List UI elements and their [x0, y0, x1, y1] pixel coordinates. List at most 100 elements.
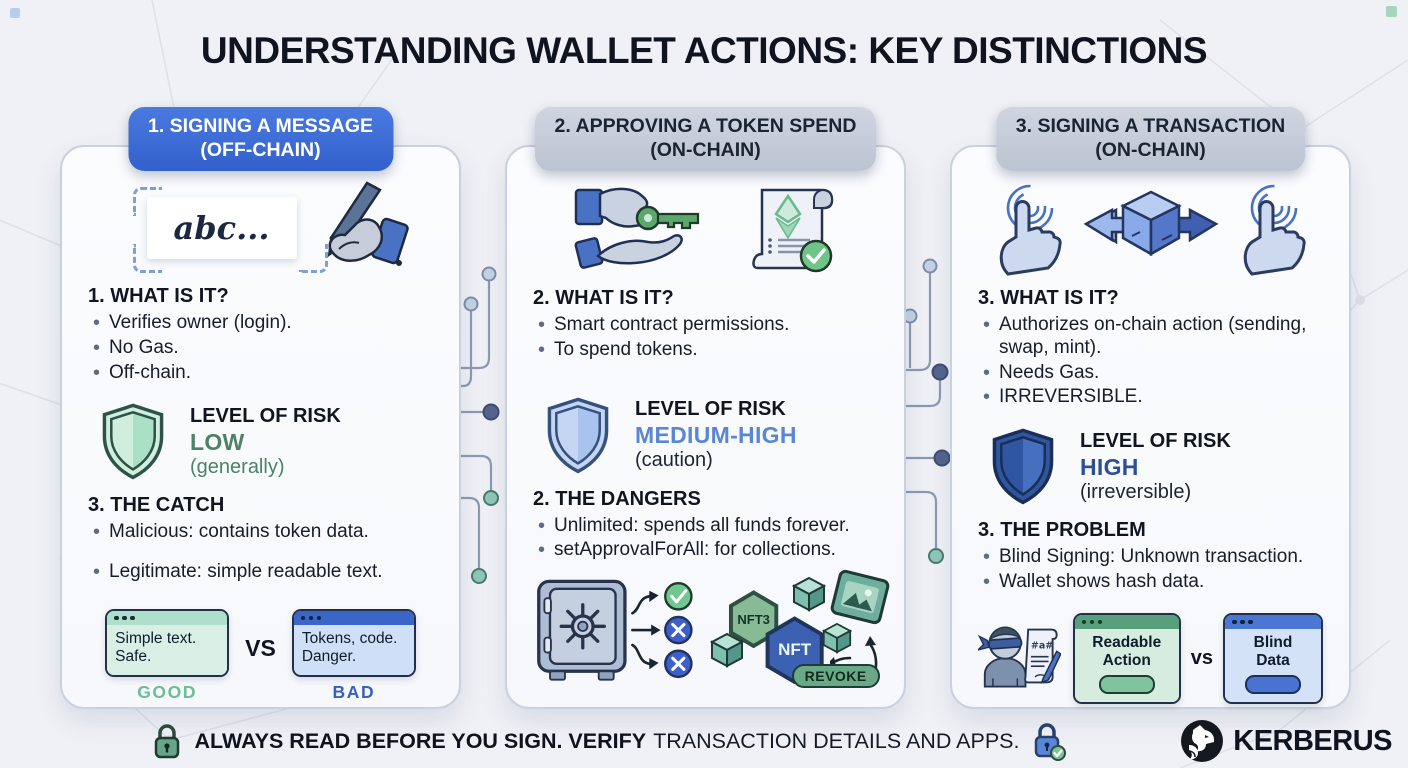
- card1-header-line1: 1. SIGNING A MESSAGE: [147, 115, 374, 137]
- readable-action-window: Readable Action: [1072, 613, 1181, 704]
- card1-header: 1. SIGNING A MESSAGE (OFF-CHAIN): [127, 107, 394, 171]
- bracket-top-left: [132, 187, 162, 216]
- window-line: Danger.: [301, 647, 357, 665]
- window-line: Action: [1102, 651, 1151, 669]
- window-line: Readable: [1092, 634, 1162, 652]
- window-line: Data: [1256, 651, 1290, 669]
- hands-key-icon: [574, 187, 699, 269]
- comparison-row-1: Simple text. Safe. GOOD VS Tokens, code.…: [88, 608, 433, 703]
- risk-level: HIGH: [1080, 453, 1139, 480]
- detail-bullets-2: Unlimited: spends all funds forever. set…: [533, 514, 878, 565]
- bullet: Wallet shows hash data.: [978, 570, 1323, 594]
- card-approving-token-spend: 2. APPROVING A TOKEN SPEND (ON-CHAIN): [505, 107, 906, 709]
- vault-arrows-icon: [537, 579, 693, 681]
- kerberus-wordmark: KERBERUS: [1233, 724, 1392, 757]
- bullet: Malicious: contains token data.: [88, 520, 433, 544]
- card2-content: 2. WHAT IS IT? Smart contract permission…: [507, 147, 904, 707]
- card-signing-message: 1. SIGNING A MESSAGE (OFF-CHAIN) abc...: [60, 107, 461, 709]
- green-shield-icon: [102, 404, 164, 480]
- nft-image-icon: [828, 568, 891, 626]
- what-bullets-2: Smart contract permissions. To spend tok…: [533, 313, 878, 364]
- card2-header-line1: 2. APPROVING A TOKEN SPEND: [554, 115, 857, 137]
- bullet: Smart contract permissions.: [533, 313, 878, 337]
- blue-lock-check-icon: [1035, 723, 1067, 761]
- good-label: GOOD: [137, 681, 198, 702]
- risk-note: (irreversible): [1080, 480, 1192, 503]
- card1-content: abc... 1. WHAT IS IT? Verifies owner (lo…: [62, 147, 459, 707]
- blind-signing-row: #a# Readable Action vs: [978, 604, 1323, 706]
- card-signing-transaction: 3. SIGNING A TRANSACTION (ON-CHAIN): [950, 107, 1351, 709]
- nft-revoke-icon: NFT3: [704, 568, 891, 690]
- fingerprint-tap-icon: [999, 184, 1062, 276]
- what-heading-1: 1. WHAT IS IT?: [88, 285, 229, 307]
- risk-level: MEDIUM-HIGH: [635, 422, 797, 449]
- signature-hand-pen-icon: abc...: [88, 181, 433, 275]
- footer-regular-text: TRANSACTION DETAILS AND APPS.: [653, 728, 1020, 753]
- risk-row-1: LEVEL OF RISK LOW (generally): [88, 402, 433, 482]
- bullet: No Gas.: [88, 336, 433, 360]
- vault-permissions-icon: NFT3: [533, 568, 891, 690]
- window-text: Simple text. Safe.: [107, 624, 228, 675]
- window-line: Safe.: [115, 647, 152, 665]
- kerberus-logo-icon: [1181, 720, 1224, 762]
- blind-window-stack: Blind Data: [1223, 613, 1323, 704]
- svg-text:#a#: #a#: [1031, 640, 1053, 651]
- bullet: Legitimate: simple readable text.: [88, 560, 433, 584]
- bracket-bottom-left: [132, 244, 162, 273]
- risk-label: LEVEL OF RISK: [1080, 430, 1231, 453]
- readable-window-stack: Readable Action: [1072, 613, 1181, 704]
- cube-icon: [791, 577, 826, 612]
- card3-header: 3. SIGNING A TRANSACTION (ON-CHAIN): [995, 107, 1306, 171]
- risk-level: LOW: [190, 428, 245, 455]
- window-line: Tokens, code.: [301, 629, 398, 647]
- hand-with-pen-icon: [327, 181, 409, 266]
- bullet: Off-chain.: [88, 361, 433, 385]
- eth-contract-check-icon: [751, 188, 833, 273]
- comparison-row-3: Readable Action vs Blind Data: [1072, 613, 1323, 704]
- risk-text-2: LEVEL OF RISK MEDIUM-HIGH (caution): [635, 398, 797, 472]
- signature-paper: abc...: [146, 197, 297, 259]
- detail-bullets-3: Blind Signing: Unknown transaction. Wall…: [978, 545, 1323, 596]
- hand-key-and-contract-icon: [533, 183, 878, 277]
- window-line: Blind: [1253, 634, 1293, 652]
- navy-shield-icon: [992, 428, 1054, 505]
- window-text: Blind Data: [1225, 629, 1321, 702]
- signature-illustration: abc...: [111, 181, 411, 275]
- detail-heading-3: 3. THE PROBLEM: [978, 519, 1146, 542]
- detail-heading-2: 2. THE DANGERS: [533, 487, 701, 510]
- card3-content: 3. WHAT IS IT? Authorizes on-chain actio…: [952, 147, 1349, 707]
- risk-row-3: LEVEL OF RISK HIGH (irreversible): [978, 427, 1323, 507]
- bullet: IRREVERSIBLE.: [978, 385, 1323, 409]
- fingerprint-tap-icon: [1243, 184, 1306, 276]
- revoke-arrow-icon: [829, 636, 877, 678]
- blue-shield-icon: [547, 397, 609, 473]
- bullet: Authorizes on-chain action (sending, swa…: [978, 313, 1323, 360]
- bullet: Unlimited: spends all funds forever.: [533, 514, 878, 538]
- what-heading-2: 2. WHAT IS IT?: [533, 287, 674, 309]
- circuit-decoration-left: [451, 266, 500, 584]
- card2-header: 2. APPROVING A TOKEN SPEND (ON-CHAIN): [534, 107, 877, 171]
- footer-message: ALWAYS READ BEFORE YOU SIGN. VERIFY TRAN…: [0, 716, 1408, 766]
- cube-icon: [709, 633, 744, 668]
- fingerprint-cube-transfer-icon: [978, 183, 1323, 277]
- vs-text: VS: [245, 634, 276, 661]
- risk-label: LEVEL OF RISK: [635, 398, 786, 421]
- bullet: setApprovalForAll: for collections.: [533, 538, 878, 562]
- what-bullets-3: Authorizes on-chain action (sending, swa…: [978, 313, 1323, 411]
- window-titlebar: [293, 610, 414, 625]
- window-titlebar: [107, 610, 228, 625]
- bad-browser-window: Tokens, code. Danger.: [291, 608, 416, 677]
- signature-text: abc...: [173, 209, 270, 247]
- readable-action-button: [1098, 674, 1155, 694]
- detail-bullets-1: Malicious: contains token data. Legitima…: [88, 520, 433, 601]
- window-text: Readable Action: [1074, 629, 1179, 702]
- bracket-bottom-right: [298, 244, 328, 273]
- vs-text: vs: [1190, 647, 1213, 670]
- bad-window-stack: Tokens, code. Danger. BAD: [291, 608, 416, 703]
- good-browser-window: Simple text. Safe.: [105, 608, 230, 677]
- cube-transfer-icon: [1082, 190, 1219, 257]
- card1-header-line2: (OFF-CHAIN): [200, 138, 321, 161]
- risk-row-2: LEVEL OF RISK MEDIUM-HIGH (caution): [533, 396, 878, 476]
- detail-heading-1: 3. THE CATCH: [88, 494, 225, 517]
- window-text: Tokens, code. Danger.: [293, 624, 414, 675]
